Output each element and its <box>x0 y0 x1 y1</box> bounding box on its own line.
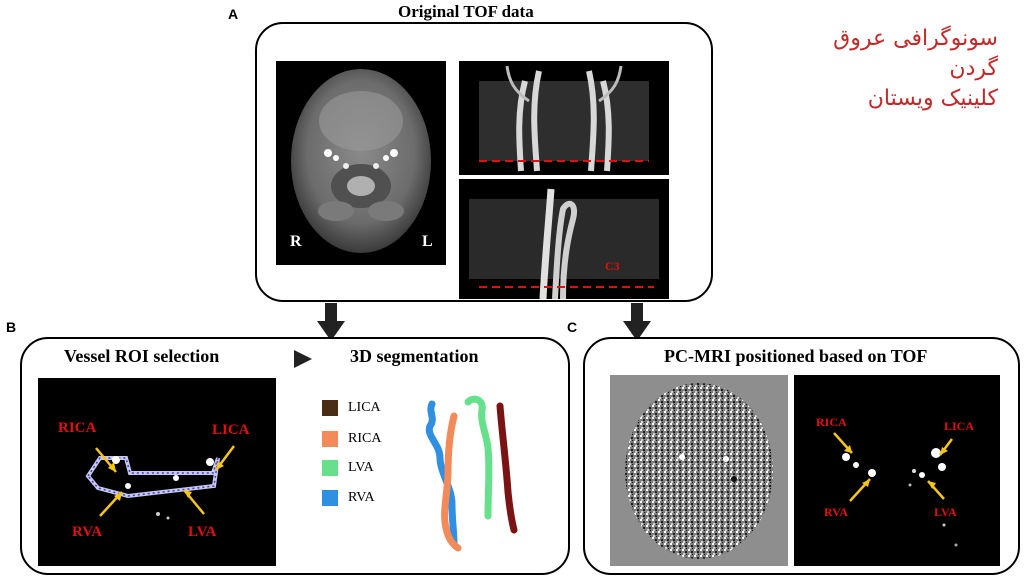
side-left-label: L <box>422 233 433 250</box>
tof-sagittal-mip: C3 <box>459 179 669 299</box>
pc-lica-label: LICA <box>944 419 975 433</box>
pc-lva-label: LVA <box>934 505 957 519</box>
panel-c-letter: C <box>567 319 578 335</box>
panel-a-title: Original TOF data <box>398 2 534 21</box>
roi-rica-label: RICA <box>58 420 97 436</box>
play-arrow-icon <box>294 350 312 368</box>
legend-swatch-rica <box>322 431 338 447</box>
arrow-to-panel-b-icon <box>317 303 345 341</box>
panel-b-letter: B <box>6 319 17 335</box>
vessel-roi-title: Vessel ROI selection <box>64 346 220 366</box>
legend-item-lica: LICA <box>322 398 381 418</box>
roi-selection-image: RICA LICA RVA LVA <box>38 378 276 566</box>
legend-item-rva: RVA <box>322 488 375 508</box>
c3-level-label: C3 <box>605 259 620 273</box>
watermark-line-1: سونوگرافی عروق <box>833 26 998 51</box>
tof-coronal-mip <box>459 61 669 175</box>
roi-lica-label: LICA <box>212 422 250 438</box>
legend-swatch-lva <box>322 460 338 476</box>
segmentation-3d-render <box>425 395 518 552</box>
legend-swatch-rva <box>322 490 338 506</box>
legend-label-lva: LVA <box>348 460 374 475</box>
legend-item-lva: LVA <box>322 458 374 478</box>
watermark-line-2: گردن <box>949 56 998 81</box>
pc-mri-phase-image <box>610 375 788 566</box>
arrow-to-panel-c-icon <box>623 303 651 341</box>
side-right-label: R <box>290 233 302 250</box>
legend-label-lica: LICA <box>348 400 381 415</box>
roi-rva-label: RVA <box>72 524 103 540</box>
pc-mri-title: PC-MRI positioned based on TOF <box>664 346 928 366</box>
watermark-line-3: کلینیک ویستان <box>867 86 998 111</box>
tof-axial-image: R L <box>276 61 446 265</box>
pc-mri-magnitude-image: RICA LICA RVA LVA <box>794 375 1000 566</box>
legend-swatch-lica <box>322 400 338 416</box>
legend-item-rica: RICA <box>322 429 381 449</box>
pc-rva-label: RVA <box>824 505 849 519</box>
roi-lva-label: LVA <box>188 524 217 540</box>
watermark-text: سونوگرافی عروق گردن کلینیک ویستان <box>758 24 998 114</box>
panel-a-letter: A <box>228 6 239 22</box>
pc-rica-label: RICA <box>816 415 847 429</box>
legend-label-rva: RVA <box>348 490 375 505</box>
segmentation-title: 3D segmentation <box>350 346 479 366</box>
legend-label-rica: RICA <box>348 431 382 446</box>
